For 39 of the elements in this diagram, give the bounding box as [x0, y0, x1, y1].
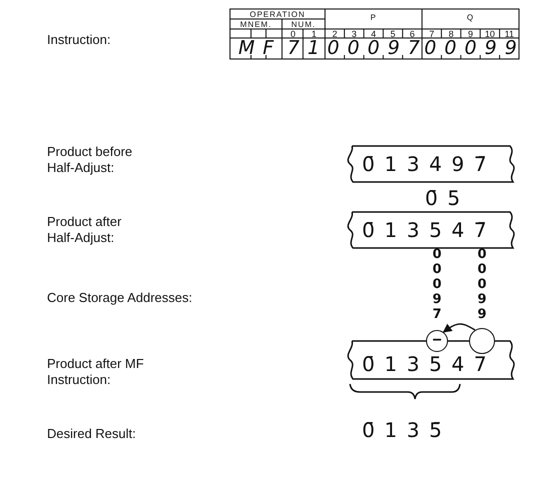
digit-row: 0̄ 1 3 5 4 7̄ [362, 218, 487, 242]
storage-strip [346, 341, 516, 379]
column-number: 2 [331, 29, 338, 39]
column-header: MNEM. [239, 20, 273, 29]
digit-row: 0̄ 1 3 4 9 7̄ [362, 152, 487, 176]
column-header: OPERATION [248, 10, 306, 19]
column-number: 8 [448, 29, 455, 39]
column-number: 7 [428, 29, 436, 39]
column-header: NUM. [290, 20, 317, 29]
row-label: Product before Half-Adjust: [47, 144, 134, 176]
address-column: 0 0 0 9 7 [431, 247, 443, 322]
instruction-field: 7 1 [282, 38, 325, 58]
row-label: Product after Half-Adjust: [47, 214, 122, 246]
storage-strip [346, 212, 516, 248]
column-number: 10 [484, 29, 496, 39]
empty-circle [469, 328, 495, 354]
column-number: 6 [408, 29, 416, 39]
column-header: Q [466, 13, 476, 22]
row-label: Desired Result: [47, 426, 137, 442]
column-header: P [369, 13, 378, 22]
column-number: 0 [289, 29, 296, 39]
instruction-label: Instruction: [47, 32, 112, 48]
column-number: 1 [310, 29, 318, 39]
arrow [442, 323, 476, 333]
column-number: 3 [350, 29, 358, 39]
row-label: Core Storage Addresses: [47, 290, 194, 306]
addend-digits: 0̄ 5 [425, 186, 462, 210]
storage-strip [346, 146, 516, 182]
column-number: 5 [389, 29, 396, 39]
column-number: 4 [370, 29, 377, 39]
address-column: 0 0 0 9 9 [476, 247, 488, 322]
digit-row: 0̄ 1 3 5 4 7 [362, 352, 487, 376]
row-label: Product after MF Instruction: [47, 356, 145, 388]
instruction-field: M F [230, 38, 282, 58]
column-number: 9 [466, 29, 474, 39]
result-digits: 0̄ 1 3 5̄ [362, 418, 443, 442]
column-number: 11 [504, 29, 515, 39]
instruction-field: 0 0 0 9 7 [325, 38, 422, 58]
instruction-field: 0 0 0 9 9 [422, 38, 519, 58]
